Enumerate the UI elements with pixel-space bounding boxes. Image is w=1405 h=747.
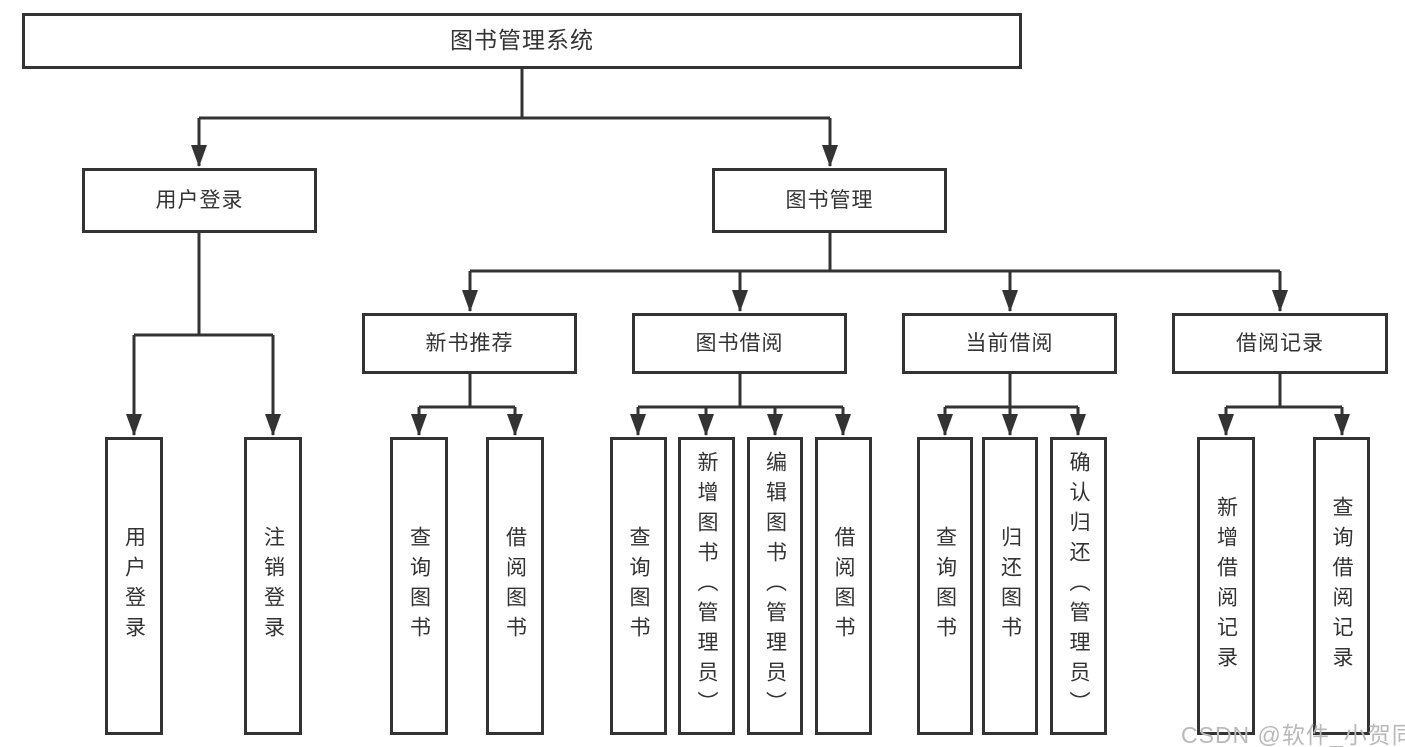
node-user-login: 用户登录: [82, 168, 317, 233]
node-current-borrowing: 当前借阅: [902, 313, 1117, 374]
connector-current-borrowing-spine: [945, 374, 1078, 409]
node-query-borrow-record: 查询借阅记录: [1313, 437, 1370, 735]
csdn-watermark: CSDN @软件_小贺同学: [1181, 722, 1405, 747]
node-book-management: 图书管理: [712, 168, 947, 233]
node-add-borrow-record: 新增借阅记录: [1197, 437, 1255, 735]
connector-root-spine: [199, 69, 830, 120]
connector-book-borrowing-spine: [638, 374, 843, 409]
node-library-management-system: 图书管理系统: [22, 13, 1022, 69]
connector-user-login-spine: [134, 233, 273, 337]
node-add-book-admin: 新增图书（管理员）: [678, 437, 735, 735]
node-user-login-leaf: 用户登录: [105, 437, 163, 735]
node-return-books: 归还图书: [982, 437, 1038, 735]
node-borrowing-records: 借阅记录: [1172, 313, 1388, 374]
node-logout-leaf: 注销登录: [244, 437, 302, 735]
node-book-borrowing: 图书借阅: [632, 313, 847, 374]
node-query-books-3: 查询图书: [917, 437, 973, 735]
node-confirm-return-admin: 确认归还（管理员）: [1050, 437, 1107, 735]
node-new-book-recommendation: 新书推荐: [362, 313, 577, 374]
connector-borrowing-records-spine: [1226, 374, 1342, 409]
node-query-books-1: 查询图书: [390, 437, 448, 735]
connector-book-management-spine: [470, 233, 1280, 273]
node-query-books-2: 查询图书: [610, 437, 667, 735]
connector-new-book-spine: [419, 374, 515, 409]
node-borrow-books-1: 借阅图书: [486, 437, 544, 735]
node-edit-book-admin: 编辑图书（管理员）: [747, 437, 803, 735]
node-borrow-books-2: 借阅图书: [815, 437, 872, 735]
